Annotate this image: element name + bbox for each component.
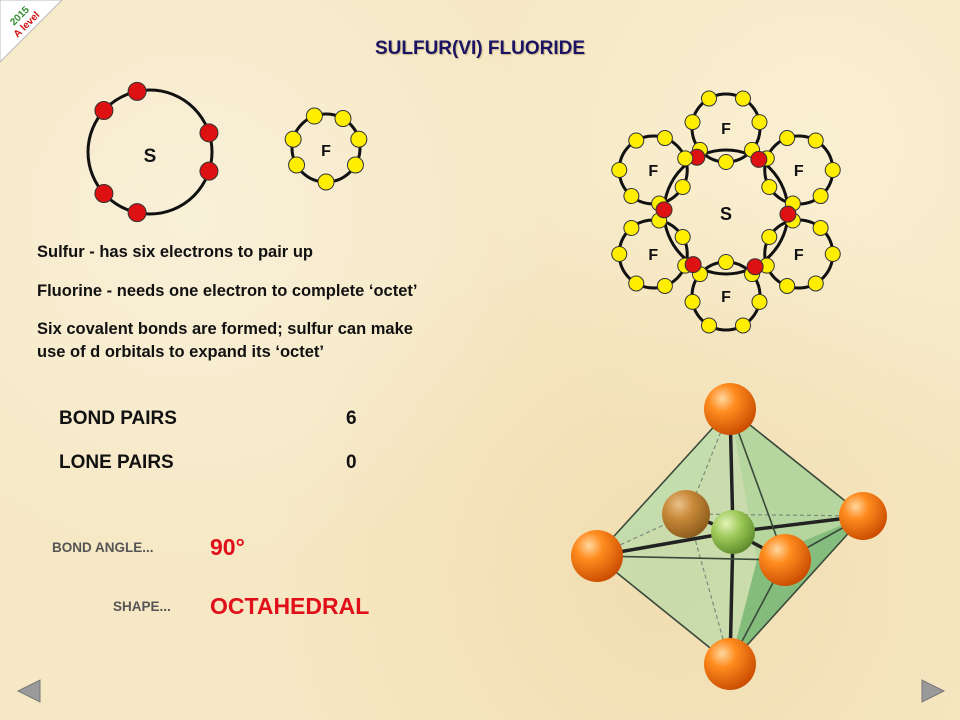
lone-pairs-label: LONE PAIRS bbox=[59, 452, 174, 473]
desc-line-3b: use of d orbitals to expand its ‘octet’ bbox=[37, 343, 324, 361]
sf6-fluorine-electron bbox=[751, 293, 768, 310]
fluorine-electron bbox=[305, 107, 323, 125]
sf6-fluorine-symbol: F bbox=[794, 247, 804, 264]
fluorine-atom-diagram: F bbox=[284, 107, 368, 191]
sf6-fluorine-electron bbox=[812, 219, 829, 236]
sf6-fluorine-electron bbox=[807, 132, 824, 149]
sf6-fluorine-electron bbox=[701, 317, 717, 334]
sf6-fluorine-electron bbox=[807, 275, 824, 292]
sulfur-shell bbox=[86, 88, 214, 216]
lone-pairs-value: 0 bbox=[346, 452, 357, 473]
sf6-shared-electron bbox=[750, 150, 768, 168]
sf6-fluorine-electron bbox=[611, 246, 628, 262]
left-fluorine-ball bbox=[571, 530, 623, 582]
shape-value: OCTAHEDRAL bbox=[210, 593, 370, 619]
back-fluorine-ball bbox=[662, 490, 710, 538]
sf6-fluorine-electron bbox=[701, 90, 717, 107]
top-fluorine-ball bbox=[704, 383, 756, 435]
sf6-fluorine-electron bbox=[674, 229, 691, 245]
sf6-fluorine-electron bbox=[812, 188, 829, 205]
sf6-fluorine-electron bbox=[628, 275, 645, 292]
desc-line-3a: Six covalent bonds are formed; sulfur ca… bbox=[37, 320, 413, 338]
sulfur-electron bbox=[94, 183, 114, 203]
sulfur-atom-diagram: S bbox=[86, 81, 219, 223]
sulfur-electron bbox=[127, 81, 147, 101]
sf6-fluorine-electron bbox=[718, 254, 734, 270]
desc-line-2: Fluorine - needs one electron to complet… bbox=[37, 282, 418, 300]
sulfur-electron bbox=[199, 123, 219, 143]
sulfur-electron bbox=[199, 161, 219, 181]
sf6-fluorine-electron bbox=[718, 154, 734, 170]
sf6-fluorine-electron bbox=[824, 246, 841, 262]
bond-pairs-value: 6 bbox=[346, 408, 357, 429]
sf6-fluorine-electron bbox=[611, 162, 628, 178]
sf6-fluorine-electron bbox=[623, 188, 640, 205]
sf6-fluorine-electron bbox=[761, 179, 778, 195]
corner-badge: 2015 A level bbox=[0, 0, 63, 63]
fluorine-electron bbox=[317, 173, 335, 191]
sf6-fluorine-symbol: F bbox=[648, 163, 658, 180]
sf6-sulfur-symbol: S bbox=[720, 204, 732, 224]
sf6-fluorine-symbol: F bbox=[721, 289, 731, 306]
bond-angle-label: BOND ANGLE... bbox=[52, 540, 154, 555]
sf6-fluorine-electron bbox=[779, 130, 796, 147]
sulfur-electron bbox=[94, 101, 114, 121]
sf6-fluorine-electron bbox=[677, 150, 694, 167]
desc-line-1: Sulfur - has six electrons to pair up bbox=[37, 243, 313, 261]
bond-angle-value: 90° bbox=[210, 534, 245, 560]
fluorine-electron bbox=[350, 130, 368, 148]
sf6-fluorine-electron bbox=[761, 229, 778, 245]
front-fluorine-ball bbox=[759, 534, 811, 586]
sf6-dot-cross-diagram: F F F F F F S bbox=[611, 90, 841, 334]
sf6-fluorine-electron bbox=[656, 130, 673, 147]
fluorine-electron bbox=[284, 130, 302, 148]
fluorine-electron bbox=[334, 110, 352, 128]
sulfur-symbol: S bbox=[144, 146, 157, 167]
sf6-fluorine-electron bbox=[623, 219, 640, 236]
right-fluorine-ball bbox=[839, 492, 887, 540]
sf6-fluorine-electron bbox=[779, 277, 796, 294]
sf6-fluorine-symbol: F bbox=[794, 163, 804, 180]
sf6-fluorine-electron bbox=[735, 317, 751, 334]
oct-face-left bbox=[596, 409, 757, 664]
oct-face-right bbox=[730, 409, 864, 560]
triangle-left-icon bbox=[16, 679, 41, 703]
fluorine-symbol: F bbox=[321, 143, 331, 160]
sf6-fluorine-electron bbox=[751, 114, 768, 131]
sf6-fluorine-electron bbox=[684, 293, 701, 310]
next-slide-button[interactable] bbox=[918, 676, 948, 706]
shape-label: SHAPE... bbox=[113, 599, 171, 614]
sf6-fluorine-symbol: F bbox=[721, 121, 731, 138]
sf6-fluorine-electron bbox=[656, 277, 673, 294]
prev-slide-button[interactable] bbox=[14, 676, 44, 706]
fluorine-electron bbox=[288, 156, 306, 174]
sf6-fluorine-electron bbox=[674, 179, 691, 195]
page-title: SULFUR(VI) FLUORIDE bbox=[374, 38, 586, 59]
triangle-right-icon bbox=[921, 679, 946, 703]
sf6-fluorine-electron bbox=[735, 90, 751, 107]
sf6-fluorine-electron bbox=[824, 162, 841, 178]
fluorine-electron bbox=[346, 156, 364, 174]
sf6-fluorine-electron bbox=[628, 132, 645, 149]
sf6-fluorine-symbol: F bbox=[648, 247, 658, 264]
bond-pairs-label: BOND PAIRS bbox=[59, 408, 177, 429]
sf6-shared-electron bbox=[655, 201, 673, 219]
sulfur-electron bbox=[127, 203, 147, 223]
bottom-fluorine-ball bbox=[704, 638, 756, 690]
sf6-fluorine-electron bbox=[684, 114, 701, 131]
sf6-shared-electron bbox=[779, 205, 797, 223]
sf6-shared-electron bbox=[684, 256, 702, 274]
sf6-shared-electron bbox=[746, 258, 764, 276]
sulfur-ball bbox=[711, 510, 755, 554]
